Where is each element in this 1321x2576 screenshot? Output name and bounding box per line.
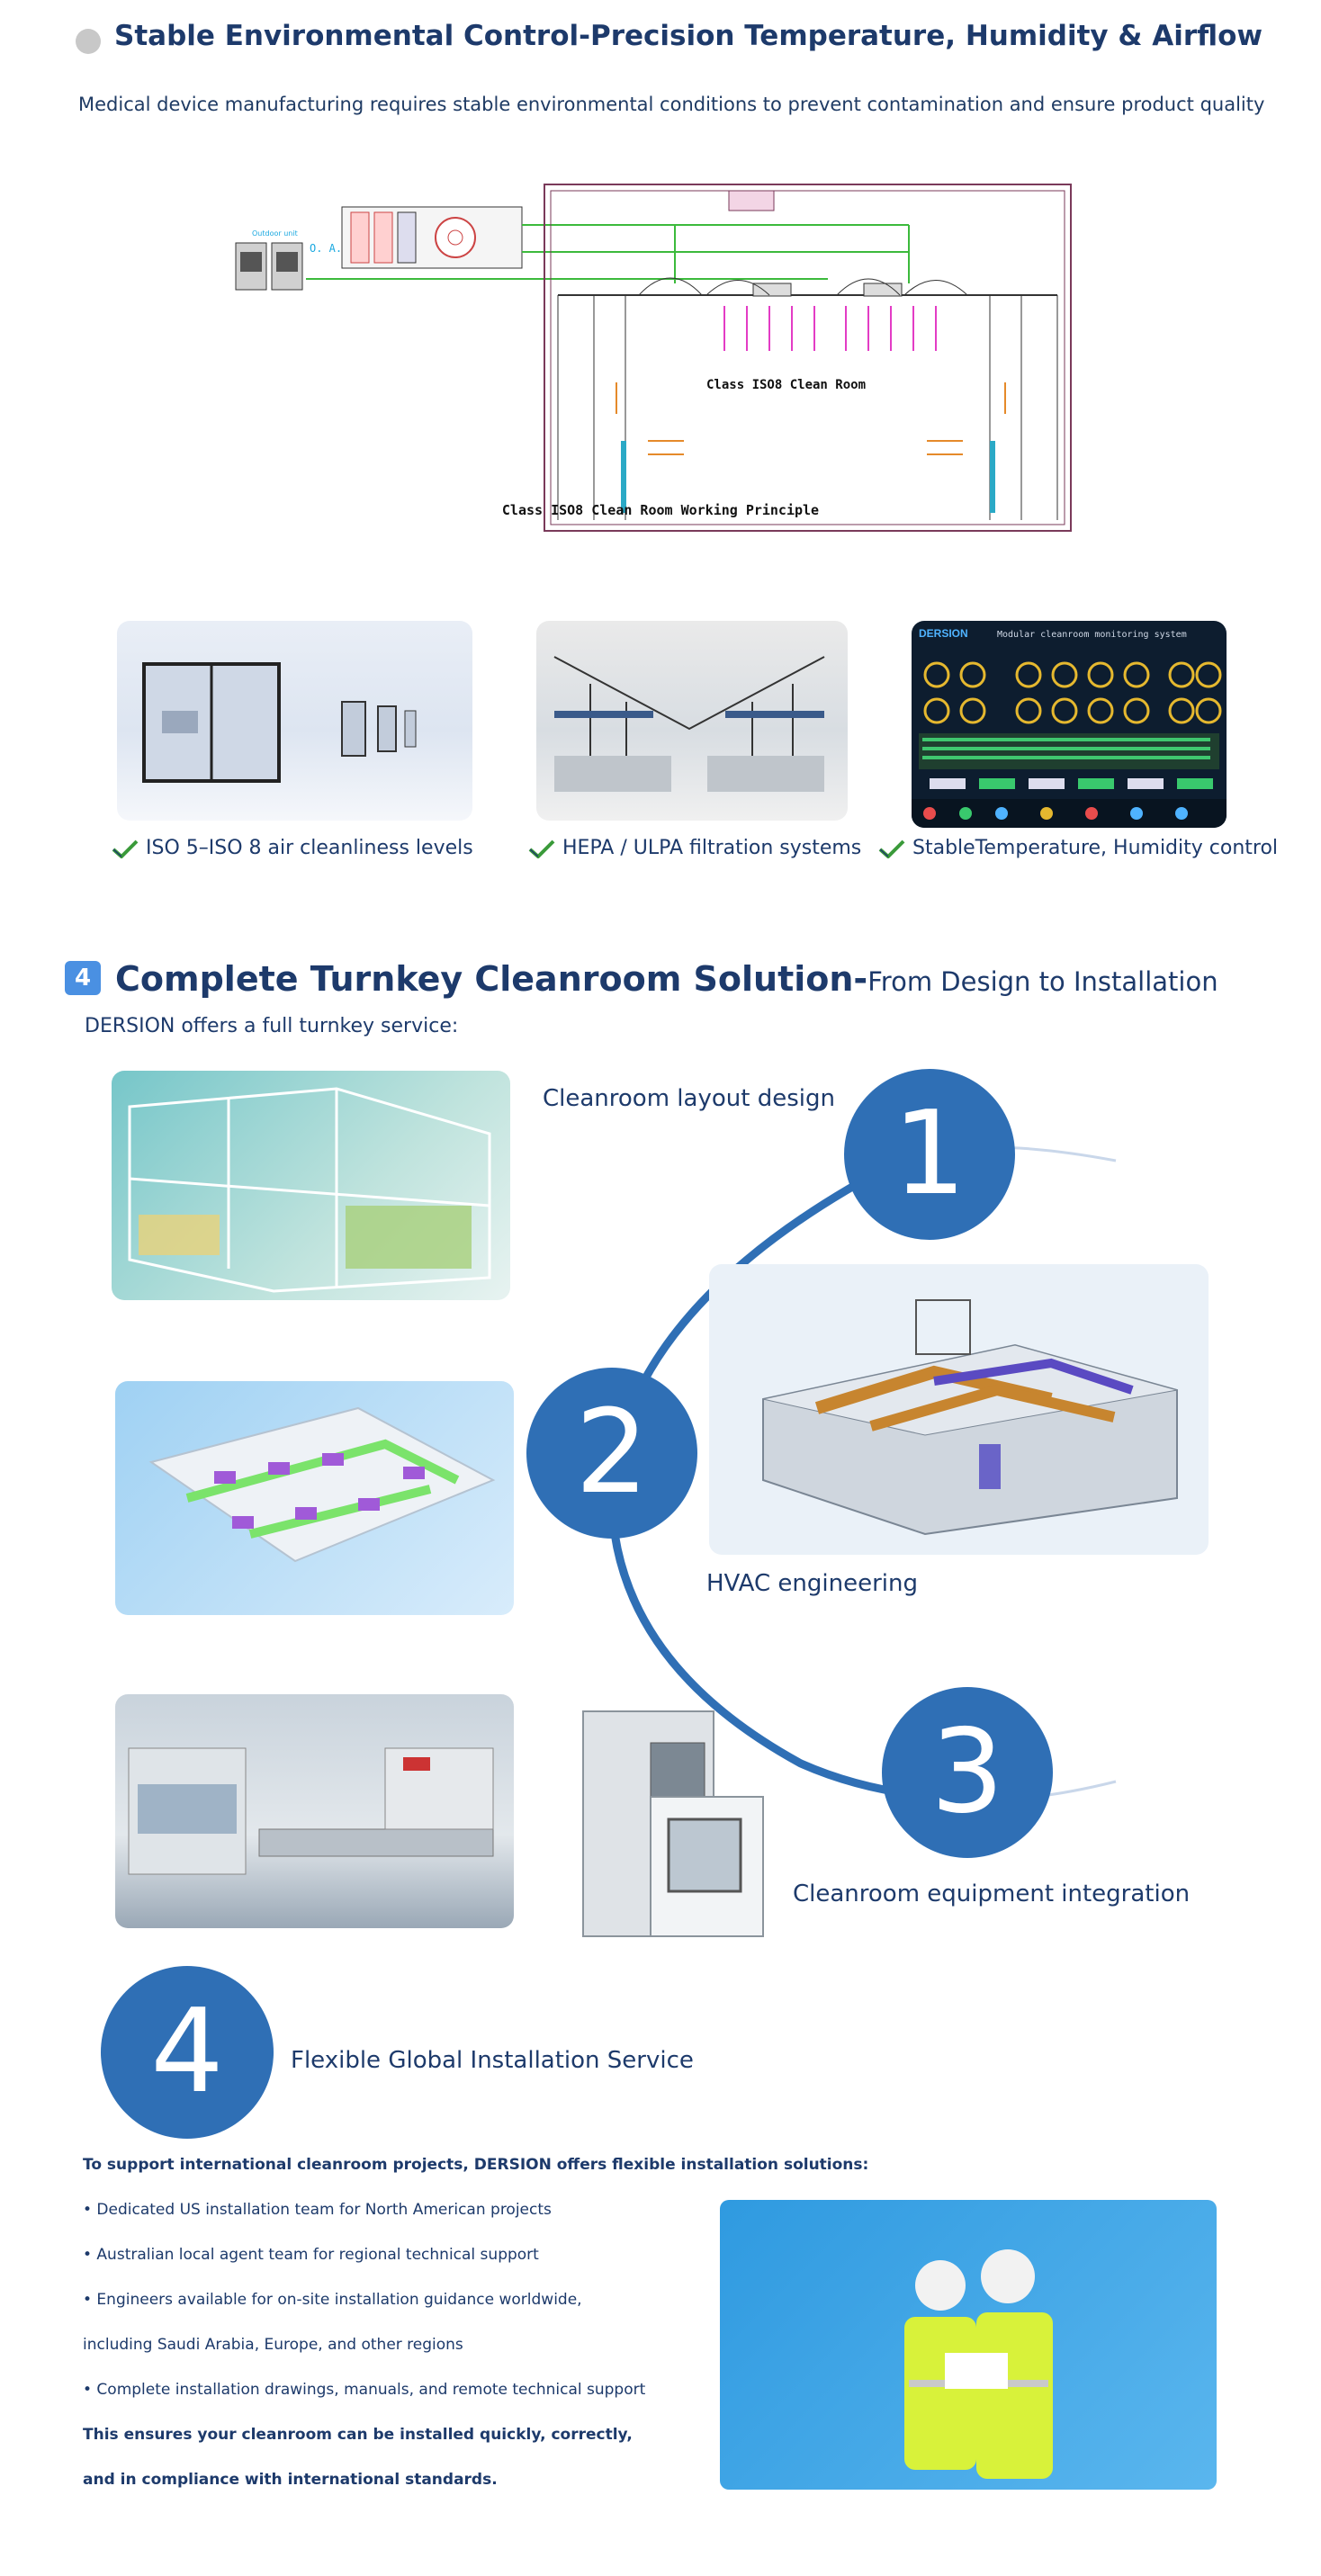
install-item: • Australian local agent team for region… xyxy=(83,2246,539,2264)
section2-title-main: Complete Turnkey Cleanroom Solution- xyxy=(115,959,868,999)
install-item: • Engineers available for on-site instal… xyxy=(83,2291,582,2309)
feature-label: ISO 5–ISO 8 air cleanliness levels xyxy=(146,837,473,859)
supply-ducts xyxy=(306,224,910,283)
lab-equipment-photo xyxy=(115,1694,514,1928)
cleanroom-interior-photo xyxy=(117,621,472,821)
passbox-equipment-image xyxy=(579,1707,768,1954)
section1-subtitle: Medical device manufacturing requires st… xyxy=(78,94,1265,115)
hvac-layout-image xyxy=(115,1381,514,1615)
hepa-filter-icon xyxy=(752,283,903,297)
install-item: • Complete installation drawings, manual… xyxy=(83,2381,646,2399)
section-number-badge: 4 xyxy=(65,961,101,995)
section2-title: Complete Turnkey Cleanroom Solution-From… xyxy=(115,959,1218,999)
hvac-render-image xyxy=(709,1264,1209,1555)
step-2-circle: 2 xyxy=(526,1368,697,1539)
install-item: • Dedicated US installation team for Nor… xyxy=(83,2201,552,2219)
install-closing-2: and in compliance with international sta… xyxy=(83,2471,498,2489)
outdoor-unit-icon xyxy=(235,242,303,291)
feature-temperature: StableTemperature, Humidity control xyxy=(878,837,1278,859)
outdoor-unit-label: Outdoor unit xyxy=(252,229,298,238)
monitor-title: Modular cleanroom monitoring system xyxy=(997,630,1187,640)
laboratory-photo xyxy=(536,621,848,821)
feature-label: HEPA / ULPA filtration systems xyxy=(562,837,862,859)
feature-cleanliness: ISO 5–ISO 8 air cleanliness levels xyxy=(112,837,473,859)
room-label: Class ISO8 Clean Room xyxy=(706,378,866,392)
feature-label: StableTemperature, Humidity control xyxy=(912,837,1279,859)
diagram-caption: Class ISO8 Clean Room Working Principle xyxy=(501,502,820,518)
oa-label: O. A. xyxy=(310,242,342,255)
checkmark-icon xyxy=(112,839,139,858)
cleanroom-diagram: Outdoor unit O. A. xyxy=(235,184,1072,532)
room-shell xyxy=(544,184,1072,532)
section2-intro: DERSION offers a full turnkey service: xyxy=(85,1015,459,1037)
monitor-brand: DERSION xyxy=(919,627,968,640)
install-item: including Saudi Arabia, Europe, and othe… xyxy=(83,2336,463,2354)
section1-title: Stable Environmental Control-Precision T… xyxy=(114,20,1263,52)
checkmark-icon xyxy=(878,839,905,858)
monitoring-system-screen: DERSION Modular cleanroom monitoring sys… xyxy=(912,621,1227,828)
installation-engineers-photo xyxy=(720,2200,1217,2490)
layout-design-image xyxy=(112,1071,510,1300)
section2-title-sub: From Design to Installation xyxy=(867,966,1218,997)
step-4-circle: 4 xyxy=(101,1966,274,2139)
checkmark-icon xyxy=(528,839,555,858)
air-handling-unit-icon xyxy=(341,206,523,269)
step-2-label: HVAC engineering xyxy=(706,1570,918,1597)
airflow-arrows xyxy=(723,306,937,351)
section-bullet xyxy=(76,29,101,54)
feature-filtration: HEPA / ULPA filtration systems xyxy=(528,837,861,859)
step-4-label: Flexible Global Installation Service xyxy=(291,2047,694,2074)
install-closing-1: This ensures your cleanroom can be insta… xyxy=(83,2426,633,2444)
install-heading: To support international cleanroom proje… xyxy=(83,2156,869,2174)
step-3-label: Cleanroom equipment integration xyxy=(793,1880,1191,1907)
step-1-label: Cleanroom layout design xyxy=(543,1085,835,1112)
step-3-circle: 3 xyxy=(882,1687,1053,1858)
step-1-circle: 1 xyxy=(844,1069,1015,1240)
